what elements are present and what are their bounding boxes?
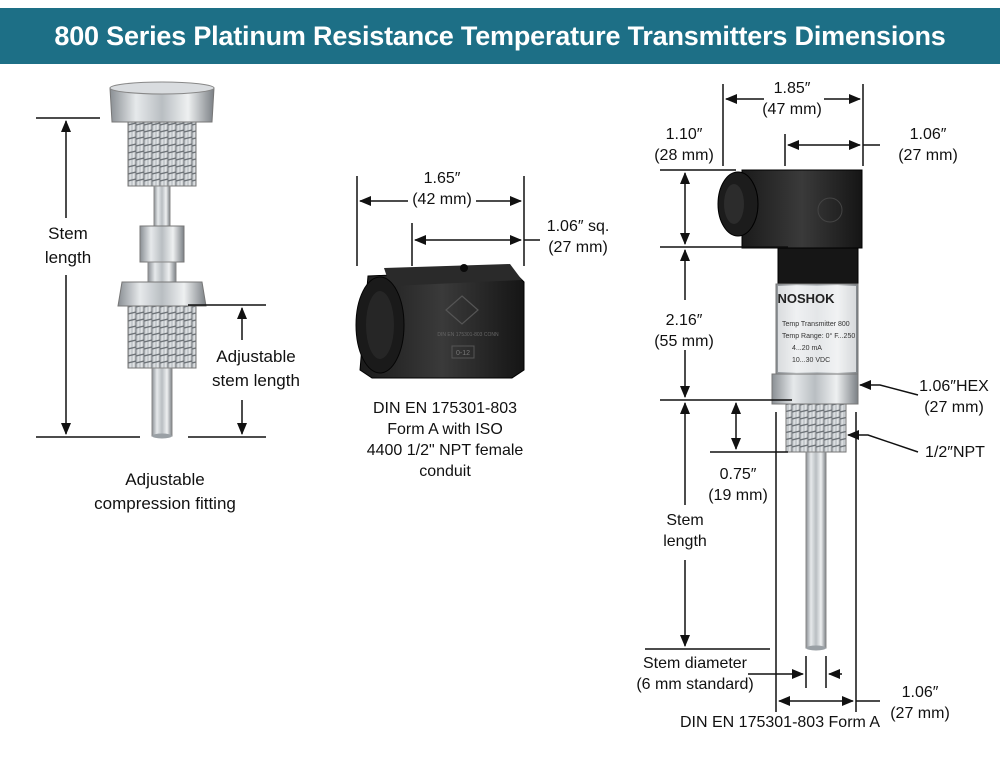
fitting-dimension-lines <box>36 117 266 438</box>
page-title: 800 Series Platinum Resistance Temperatu… <box>0 8 1000 64</box>
transmitter-brand: NOSHOK <box>777 291 835 306</box>
connector-caption-line-4: conduit <box>419 463 471 480</box>
transmitter-height-216-label: 2.16″ (55 mm) <box>646 310 722 352</box>
transmitter-npt-label: 1/2″NPT <box>920 442 990 463</box>
connector-code: 0-12 <box>456 350 470 357</box>
connector-caption-line-3: 4400 1/2" NPT female <box>366 442 524 459</box>
transmitter-height-110-mm: (28 mm) <box>654 147 714 164</box>
transmitter-depth-075-in: 0.75″ <box>719 466 757 483</box>
transmitter-width-106-bottom-mm: (27 mm) <box>890 705 950 722</box>
connector-caption-line-2: Form A with ISO <box>387 421 503 438</box>
compression-fitting-illustration <box>109 81 215 439</box>
transmitter-npt-text: 1/2″NPT <box>925 444 985 461</box>
transmitter-width-106-top-in: 1.06″ <box>909 126 947 143</box>
fitting-adjustable-line-1: Adjustable <box>216 347 296 366</box>
connector-width-in: 1.65″ <box>423 170 461 187</box>
transmitter-stem-length-line-1: Stem <box>666 512 704 529</box>
transmitter-stem-diameter-label: Stem diameter (6 mm standard) <box>634 653 756 695</box>
transmitter-width-106-bottom-label: 1.06″ (27 mm) <box>880 682 960 724</box>
connector-square-in: 1.06″ sq. <box>546 218 610 235</box>
fitting-stem-length-label: Stem length <box>28 222 108 270</box>
fitting-caption-line-1: Adjustable <box>125 470 205 489</box>
fitting-caption-line-2: compression fitting <box>94 494 236 513</box>
fitting-stem-length-line-1: Stem <box>48 224 88 243</box>
transmitter-hex-label: 1.06″HEX (27 mm) <box>912 376 996 418</box>
transmitter-height-216-in: 2.16″ <box>665 312 703 329</box>
transmitter-hex-in: 1.06″HEX <box>919 378 989 395</box>
transmitter-height-110-label: 1.10″ (28 mm) <box>646 124 722 166</box>
transmitter-caption: DIN EN 175301-803 Form A <box>680 712 881 733</box>
transmitter-hex-mm: (27 mm) <box>924 399 984 416</box>
transmitter-dimension-lines <box>645 84 919 712</box>
transmitter-caption-text: DIN EN 175301-803 Form A <box>680 714 881 731</box>
transmitter-depth-075-mm: (19 mm) <box>708 487 768 504</box>
transmitter-width-106-bottom-in: 1.06″ <box>901 684 939 701</box>
fitting-stem-length-line-2: length <box>44 248 92 267</box>
transmitter-label-1: Temp Transmitter 800 <box>782 321 850 328</box>
fitting-adjustable-line-2: stem length <box>212 371 300 390</box>
connector-logo-text: DIN EN 175301-803 CONN <box>437 332 499 338</box>
connector-square-mm: (27 mm) <box>548 239 608 256</box>
transmitter-illustration: NOSHOK Temp Transmitter 800 Temp Range: … <box>717 169 863 651</box>
transmitter-width-185-mm: (47 mm) <box>762 101 822 118</box>
fitting-adjustable-stem-label: Adjustable stem length <box>204 345 308 393</box>
connector-square-label: 1.06″ sq. (27 mm) <box>538 216 618 258</box>
transmitter-height-110-in: 1.10″ <box>665 126 703 143</box>
transmitter-label-2: Temp Range: 0° F...250 <box>782 332 855 340</box>
transmitter-height-216-mm: (55 mm) <box>654 333 714 350</box>
transmitter-stem-length-label: Stem length <box>650 510 720 552</box>
transmitter-width-185-label: 1.85″ (47 mm) <box>756 78 828 120</box>
din-connector-illustration: DIN EN 175301-803 CONN 0-12 <box>355 264 525 379</box>
transmitter-width-185-in: 1.85″ <box>773 80 811 97</box>
fitting-caption: Adjustable compression fitting <box>70 468 260 516</box>
transmitter-width-106-top-mm: (27 mm) <box>898 147 958 164</box>
connector-caption-line-1: DIN EN 175301-803 <box>372 400 518 417</box>
transmitter-depth-075-label: 0.75″ (19 mm) <box>700 464 776 506</box>
transmitter-stem-diameter-line-1: Stem diameter <box>642 655 748 672</box>
connector-caption: DIN EN 175301-803 Form A with ISO 4400 1… <box>350 398 540 482</box>
transmitter-label-4: 10...30 VDC <box>792 357 830 364</box>
connector-dimension-lines <box>356 176 540 266</box>
transmitter-stem-diameter-line-2: (6 mm standard) <box>636 676 754 693</box>
transmitter-label-3: 4...20 mA <box>792 345 822 352</box>
connector-width-label: 1.65″ (42 mm) <box>400 168 484 210</box>
transmitter-width-106-top-label: 1.06″ (27 mm) <box>888 124 968 166</box>
connector-width-mm: (42 mm) <box>412 191 472 208</box>
transmitter-stem-length-line-2: length <box>663 533 707 550</box>
